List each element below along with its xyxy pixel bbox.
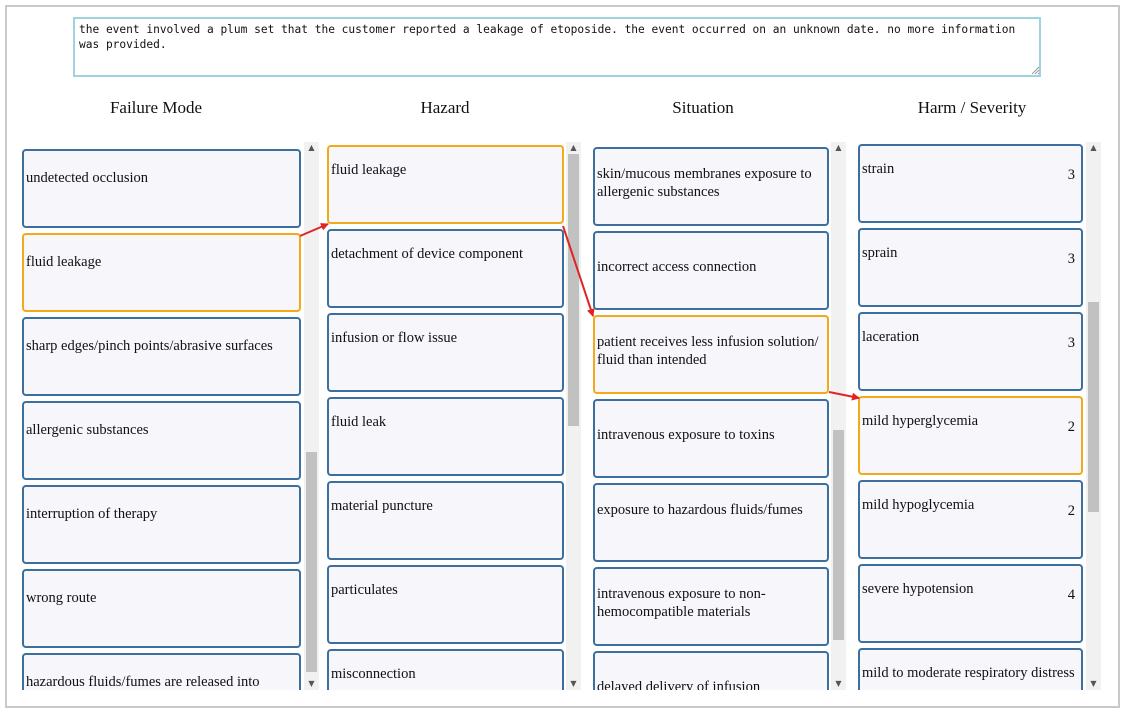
scroll-down-icon[interactable]: ▼ — [1090, 679, 1097, 688]
severity-value: 3 — [1067, 251, 1075, 267]
hazard-card[interactable]: particulates — [327, 565, 564, 644]
card-label: allergenic substances — [26, 422, 149, 438]
card-label: strain — [862, 161, 895, 177]
card-label: mild to moderate respiratory distress — [862, 665, 1075, 681]
card-label: intravenous exposure to non-hemocompatib… — [597, 586, 766, 620]
harm-card[interactable]: strain 3 — [858, 144, 1083, 223]
situation-card[interactable]: skin/mucous membranes exposure to allerg… — [593, 147, 829, 226]
situation-card[interactable]: delayed delivery of infusion — [593, 651, 829, 690]
scroll-up-icon[interactable]: ▲ — [1090, 143, 1097, 152]
card-label: mild hyperglycemia — [862, 413, 979, 429]
situation-card[interactable]: intravenous exposure to toxins — [593, 399, 829, 478]
card-label: sprain — [862, 245, 898, 261]
hazard-scrollbar[interactable]: ▲▼ — [566, 142, 581, 690]
scroll-up-icon[interactable]: ▲ — [308, 143, 315, 152]
harm-card[interactable]: severe hypotension 4 — [858, 564, 1083, 643]
harm-card[interactable]: mild hyperglycemia 2 — [858, 396, 1083, 475]
hazard-card[interactable]: fluid leakage — [327, 145, 564, 224]
hazard-card[interactable]: misconnection — [327, 649, 564, 690]
card-label: patient receives less infusion solution/… — [597, 334, 819, 368]
situation-scrollbar[interactable]: ▲▼ — [831, 142, 846, 690]
failure-mode-card[interactable]: fluid leakage — [22, 233, 301, 312]
severity-value: 3 — [1067, 167, 1075, 183]
failure-mode-card[interactable]: allergenic substances — [22, 401, 301, 480]
card-label: undetected occlusion — [26, 170, 148, 186]
situation-card[interactable]: exposure to hazardous fluids/fumes — [593, 483, 829, 562]
scroll-thumb[interactable] — [833, 430, 844, 640]
failure-mode-card[interactable]: hazardous fluids/fumes are released into — [22, 653, 301, 690]
hazard-card[interactable]: infusion or flow issue — [327, 313, 564, 392]
harm-severity-list[interactable]: strain 3 sprain 3 laceration 3 mild hyperglyce… — [858, 142, 1083, 690]
column-title-situation: Situation — [672, 98, 734, 117]
card-label: detachment of device component — [331, 246, 524, 262]
card-label: delayed delivery of infusion — [597, 679, 761, 690]
card-label: severe hypotension — [862, 581, 974, 597]
harm-card[interactable]: mild hypoglycemia 2 — [858, 480, 1083, 559]
scroll-down-icon[interactable]: ▼ — [308, 679, 315, 688]
card-label: fluid leakage — [26, 254, 102, 270]
resize-grip-icon[interactable] — [1031, 66, 1040, 75]
card-label: interruption of therapy — [26, 506, 158, 522]
situation-card[interactable]: incorrect access connection — [593, 231, 829, 310]
card-label: skin/mucous membranes exposure to allerg… — [597, 166, 812, 200]
situation-card[interactable]: patient receives less infusion solution/… — [593, 315, 829, 394]
hazard-card[interactable]: material puncture — [327, 481, 564, 560]
harm-severity-scrollbar[interactable]: ▲▼ — [1086, 142, 1101, 690]
scroll-down-icon[interactable]: ▼ — [570, 679, 577, 688]
severity-value: 4 — [1067, 587, 1075, 603]
event-description-textarea[interactable] — [73, 17, 1041, 77]
scroll-thumb[interactable] — [568, 154, 579, 426]
card-label: intravenous exposure to toxins — [597, 427, 775, 443]
scroll-thumb[interactable] — [306, 452, 317, 672]
card-label: laceration — [862, 329, 920, 345]
column-title-failure-mode: Failure Mode — [109, 98, 203, 117]
failure-mode-scrollbar[interactable]: ▲▼ — [304, 142, 319, 690]
situation-card[interactable]: intravenous exposure to non-hemocompatib… — [593, 567, 829, 646]
failure-mode-card[interactable]: undetected occlusion — [22, 149, 301, 228]
scroll-thumb[interactable] — [1088, 302, 1099, 512]
scroll-up-icon[interactable]: ▲ — [835, 143, 842, 152]
card-label: sharp edges/pinch points/abrasive surfac… — [26, 338, 273, 354]
card-label: material puncture — [331, 498, 433, 514]
failure-mode-list[interactable]: undetected occlusion fluid leakage sharp e… — [22, 142, 301, 690]
situation-list[interactable]: skin/mucous membranes exposure to allerg… — [593, 142, 829, 690]
harm-card[interactable]: mild to moderate respiratory distress — [858, 648, 1083, 690]
column-title-hazard: Hazard — [420, 98, 470, 117]
app-frame — [5, 5, 1120, 708]
severity-value: 3 — [1067, 335, 1075, 351]
failure-mode-card[interactable]: wrong route — [22, 569, 301, 648]
card-label: fluid leakage — [331, 162, 407, 178]
card-label: wrong route — [26, 590, 97, 606]
hazard-card[interactable]: fluid leak — [327, 397, 564, 476]
hazard-list[interactable]: fluid leakage detachment of device compon… — [327, 142, 564, 690]
failure-mode-card[interactable]: interruption of therapy — [22, 485, 301, 564]
card-label: misconnection — [331, 666, 416, 682]
column-title-harm-severity: Harm / Severity — [917, 98, 1027, 117]
card-label: hazardous fluids/fumes are released into — [26, 674, 260, 690]
hazard-card[interactable]: detachment of device component — [327, 229, 564, 308]
card-label: fluid leak — [331, 414, 387, 430]
card-label: mild hypoglycemia — [862, 497, 975, 513]
harm-card[interactable]: sprain 3 — [858, 228, 1083, 307]
card-label: infusion or flow issue — [331, 330, 458, 346]
card-label: incorrect access connection — [597, 259, 757, 275]
scroll-up-icon[interactable]: ▲ — [570, 143, 577, 152]
severity-value: 2 — [1067, 503, 1075, 519]
severity-value: 2 — [1067, 419, 1075, 435]
card-label: particulates — [331, 582, 398, 598]
scroll-down-icon[interactable]: ▼ — [835, 679, 842, 688]
card-label: exposure to hazardous fluids/fumes — [597, 502, 803, 518]
failure-mode-card[interactable]: sharp edges/pinch points/abrasive surfac… — [22, 317, 301, 396]
harm-card[interactable]: laceration 3 — [858, 312, 1083, 391]
